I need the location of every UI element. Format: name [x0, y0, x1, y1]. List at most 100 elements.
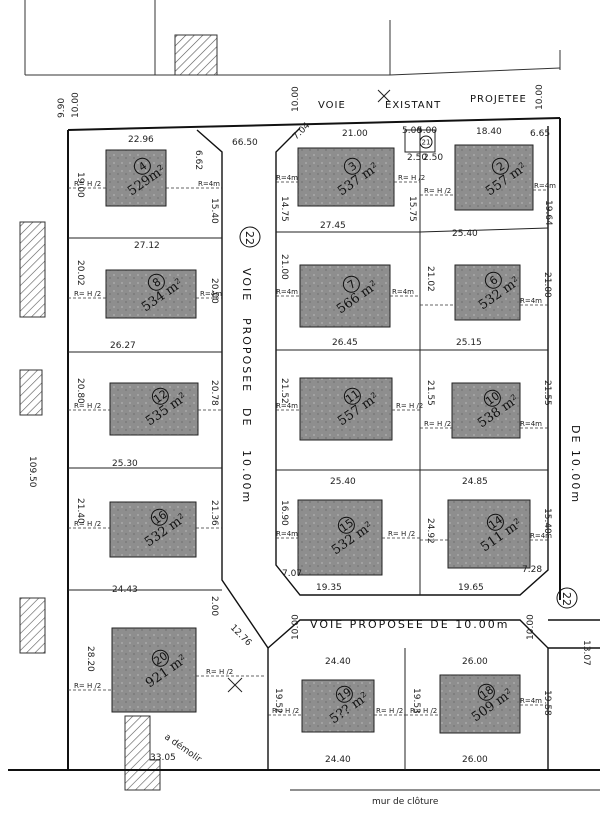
dim-row4-right-corner: 7.28	[522, 565, 542, 575]
recess-note: R=4m	[276, 530, 298, 538]
road-top-offset-right: 10.00	[535, 84, 545, 110]
dim-lot21-d: 2.50	[423, 153, 443, 163]
lot-number-circle	[133, 157, 151, 175]
road-middle-label: VOIE PROPOSEE DE 10.00m	[310, 618, 509, 631]
recess-note: R=4m	[392, 288, 414, 296]
dim-row4-left-left: 21.40	[75, 498, 85, 524]
dim-lot21-b: 5.00	[417, 126, 437, 136]
dim-lot3-top: 21.00	[342, 129, 368, 139]
recess-note: R= H /2	[388, 530, 415, 538]
dim-lot3-right: 15.75	[407, 196, 417, 222]
top-left-offset-1: 10.00	[71, 92, 81, 118]
road-left-word-2: PROPOSEE	[240, 318, 253, 393]
lot-number-circle	[484, 271, 502, 289]
dim-lot20-bottom: 33.05	[150, 753, 176, 763]
dim-row4-right-top: 24.85	[462, 477, 488, 487]
dim-row2-left-top: 27.12	[134, 241, 160, 251]
dim-row3-right-right: 21.55	[542, 380, 552, 406]
recess-annotations: R= H /2 R=4m R= H /2 R=4m R=4m R= H /2 R…	[74, 174, 556, 715]
road-left-word-4: 10.00m	[240, 450, 253, 504]
lot-number-circle	[151, 387, 169, 405]
dim-row4-left-top: 25.30	[112, 459, 138, 469]
recess-note: R= H /2	[396, 402, 423, 410]
recess-note: R=4m	[200, 290, 222, 298]
lot-number-circle	[483, 389, 501, 407]
recess-lines	[68, 181, 548, 716]
dim-lot4-corner: 6.62	[193, 150, 203, 170]
footprint-lot-4	[105, 149, 167, 207]
dim-row2-right-right: 21.00	[542, 272, 552, 298]
road-right-label: DE 10.00m	[569, 425, 582, 504]
dim-row4-mid-bottom: 19.35	[316, 583, 342, 593]
lot-number-circle	[419, 135, 433, 149]
road-top-word-3: PROJETEE	[470, 94, 527, 105]
road-edges	[196, 126, 600, 770]
dim-lot4-top: 22.96	[128, 135, 154, 145]
lot-number-circle	[343, 387, 361, 405]
lot-number-circle	[343, 157, 361, 175]
lot-number-circle	[477, 683, 495, 701]
recess-note: R= H /2	[398, 174, 425, 182]
dim-row2-mid-left: 21.00	[279, 254, 289, 280]
recess-note: R= H /2	[424, 420, 451, 428]
dim-row4-right-bottom: 19.65	[458, 583, 484, 593]
road-top-offset-left: 10.00	[291, 86, 301, 112]
dim-west-total: 109.50	[27, 456, 37, 488]
dim-lot18-left: 19.53	[411, 688, 421, 714]
dim-lot20-left: 28.20	[85, 646, 95, 672]
lot-number-circle	[486, 513, 504, 531]
dim-row2-mid-right: 21.02	[425, 266, 435, 292]
road-top-word-2: EXISTANT	[385, 100, 441, 111]
dim-row2-mid-top: 27.45	[320, 221, 346, 231]
lot-number-circle	[337, 516, 355, 534]
lot-number-circle	[342, 275, 360, 293]
recess-note: R= H /2	[206, 668, 233, 676]
recess-note: R= H /2	[74, 180, 101, 188]
dim-top-frontage: 66.50	[232, 138, 258, 148]
svg-text:22: 22	[560, 592, 573, 606]
dim-row3-mid-left: 21.52	[279, 378, 289, 404]
lot-number-circle	[151, 649, 169, 667]
dim-lot18-top: 26.00	[462, 657, 488, 667]
footprint-lot-10	[451, 382, 521, 439]
recess-note: R=4m	[276, 402, 298, 410]
dim-lot2-corner: 6.65	[530, 129, 550, 139]
dim-row2-right-top: 25.40	[452, 229, 478, 239]
dim-lot18-bottom: 26.00	[462, 755, 488, 765]
dim-mid-road-left: 10.00	[291, 614, 301, 640]
dim-row3-left-top: 26.27	[110, 341, 136, 351]
lot-number-circle	[491, 157, 509, 175]
dim-row3-left-right: 20.78	[209, 380, 219, 406]
recess-note: R=4m	[520, 697, 542, 705]
cross-mark	[227, 89, 391, 693]
road-left-word-1: VOIE	[240, 268, 253, 302]
recess-note: R=4m	[534, 182, 556, 190]
lot-number-circle	[150, 508, 168, 526]
dim-row3-mid-right: 21.55	[425, 380, 435, 406]
wall-label: mur de clôture	[372, 796, 439, 807]
recess-note: R=4m	[198, 180, 220, 188]
road-number-marker-left: 22	[239, 226, 261, 248]
dim-row3-mid-top: 26.45	[332, 338, 358, 348]
footprint-lot-11	[299, 377, 393, 441]
dim-lot2-top: 18.40	[476, 127, 502, 137]
dim-lot21-c: 2.50	[407, 153, 427, 163]
dim-row4-mid-right: 24.92	[425, 518, 435, 544]
lot-number: 21	[422, 139, 431, 147]
dim-row3-right-top: 25.15	[456, 338, 482, 348]
svg-text:22: 22	[243, 231, 256, 245]
dim-row4-left-right: 21.36	[209, 500, 219, 526]
dim-row4-mid-corner: 7.07	[282, 569, 302, 579]
road-top-word-1: VOIE	[318, 100, 346, 111]
footprint-lot-14	[447, 499, 531, 569]
footprint-lot-18	[439, 674, 521, 734]
dim-row2-left-left: 20.02	[75, 260, 85, 286]
recess-note: R= H /2	[424, 187, 451, 195]
dim-row3-left-left: 20.80	[75, 378, 85, 404]
dim-gap: 2.00	[209, 596, 219, 616]
dimension-labels: 22.96 19.00 15.40 6.62 66.50 21.00 14.75…	[27, 121, 591, 765]
context-lines	[24, 0, 561, 76]
road-left-label: VOIE PROPOSEE DE 10.00m	[240, 268, 253, 504]
dim-row4-left-bottom: 24.43	[112, 585, 138, 595]
